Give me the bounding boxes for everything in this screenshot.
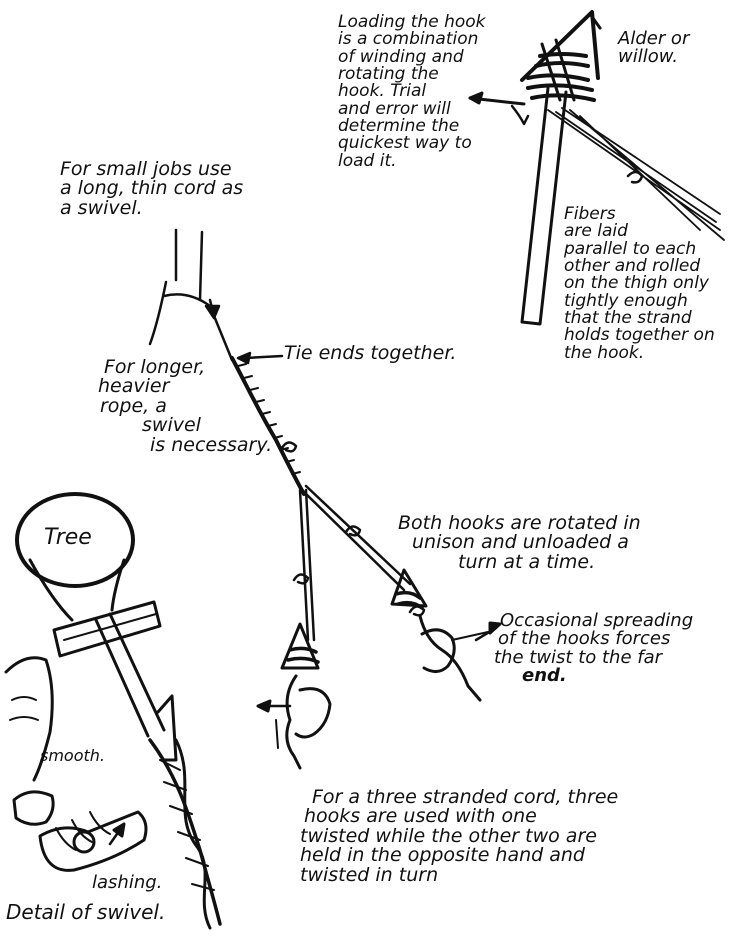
fibers-note: Fibers are laid parallel to each other a… <box>564 206 715 362</box>
detail-of-swivel-label: Detail of swivel. <box>6 902 165 922</box>
left-hook-and-hand <box>258 624 330 768</box>
longer-rope-note: For longer, heavier rope, a swivel is ne… <box>104 358 272 455</box>
tree-swivel-drawing <box>6 494 220 928</box>
smooth-label: smooth. <box>40 748 105 764</box>
spreading-note: Occasional spreading of the hooks forces… <box>500 612 693 685</box>
tie-ends-label: Tie ends together. <box>284 344 456 363</box>
three-stranded-note: For a three stranded cord, three hooks a… <box>300 788 618 885</box>
right-hook-and-hand <box>392 570 500 700</box>
both-hooks-note: Both hooks are rotated in unison and unl… <box>398 514 641 572</box>
alder-willow-label: Alder or willow. <box>618 30 689 67</box>
small-jobs-note: For small jobs use a long, thin cord as … <box>60 160 243 218</box>
lashing-label: lashing. <box>92 874 162 892</box>
tree-label: Tree <box>44 527 92 549</box>
loading-hook-note: Loading the hook is a combination of win… <box>338 14 486 170</box>
